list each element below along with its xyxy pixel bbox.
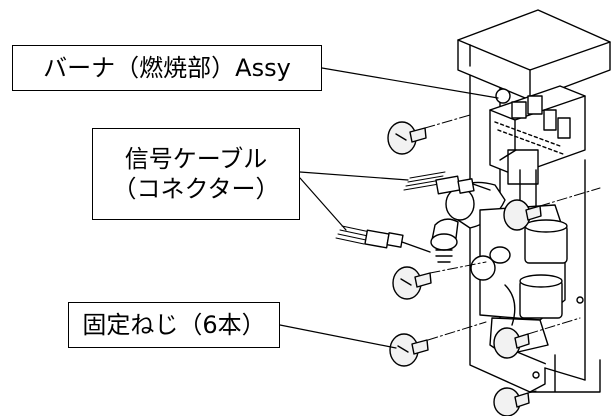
alignment-lines: [424, 114, 601, 394]
top-cover: [457, 9, 611, 101]
fixing-screws-callout: 固定ねじ（6本）: [68, 302, 280, 348]
connector-1: [403, 171, 491, 195]
screw: [387, 121, 427, 155]
burner-assy-label: バーナ（燃焼部）Assy: [43, 54, 291, 82]
screw: [493, 327, 530, 359]
leader-lines: [279, 67, 499, 349]
screw: [392, 266, 432, 300]
connector-2: [335, 225, 431, 253]
burner-assy-callout: バーナ（燃焼部）Assy: [12, 45, 322, 91]
signal-cable-callout: 信号ケーブル （コネクター）: [92, 128, 300, 220]
signal-cable-label-line2: （コネクター）: [112, 175, 280, 203]
screw: [493, 387, 530, 416]
signal-cable-label-line1: 信号ケーブル: [124, 145, 268, 173]
screw: [503, 199, 542, 231]
screw: [389, 333, 429, 367]
fixing-screws-label: 固定ねじ（6本）: [82, 311, 266, 339]
